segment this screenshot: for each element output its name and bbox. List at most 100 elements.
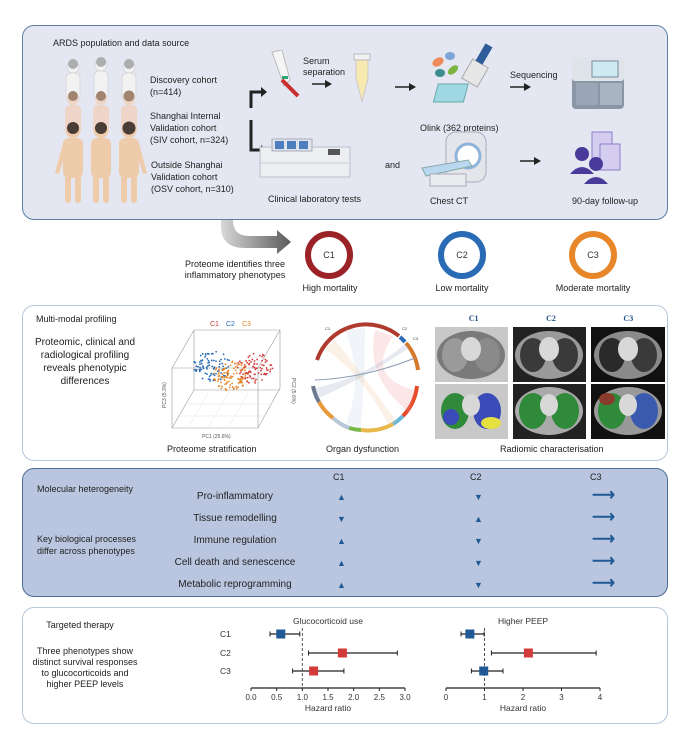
pca-point xyxy=(248,374,251,377)
therapy-title: Targeted therapy xyxy=(46,620,114,630)
pca-point xyxy=(253,366,256,369)
pca-point xyxy=(261,367,263,370)
arrow-right-icon: ⟶ xyxy=(592,575,615,592)
pca-point xyxy=(259,369,262,372)
chord-arcs xyxy=(311,322,420,433)
pca-point xyxy=(218,363,221,366)
proteome-arrow-icon xyxy=(221,220,291,254)
pca-point xyxy=(198,361,201,363)
pca-point xyxy=(247,356,250,359)
pca-point xyxy=(246,361,249,364)
radiomic-caption: Radiomic characterisation xyxy=(500,444,604,454)
pca-caption: Proteome stratification xyxy=(167,444,257,454)
pca-point xyxy=(212,367,215,370)
pca-point xyxy=(247,371,250,373)
pca-point xyxy=(269,370,271,373)
pca-point xyxy=(214,378,217,381)
pca-point xyxy=(238,363,241,366)
phenotype-c2-ring: C2 xyxy=(438,231,486,279)
pca-point xyxy=(227,372,230,375)
desc-line: reveals phenotypic xyxy=(43,363,127,374)
chord-caption: Organ dysfunction xyxy=(326,444,400,454)
pca-point xyxy=(218,368,220,371)
phenotype-label: C2 xyxy=(456,250,468,260)
pca-point xyxy=(244,377,247,380)
pca-point xyxy=(238,372,241,375)
caption-line: Proteome identifies three xyxy=(184,259,286,269)
pca-point xyxy=(222,353,225,356)
pca-point xyxy=(218,366,221,368)
chord-ribbon xyxy=(314,357,416,381)
radiomic-col-c1: C1 xyxy=(468,314,479,323)
pca-point xyxy=(218,377,220,380)
olink-assay-icon xyxy=(432,43,493,103)
arrow-up-icon: ▲ xyxy=(337,492,346,502)
pca-point xyxy=(270,364,273,367)
pca-point xyxy=(206,365,209,368)
arrow-right-icon: ⟶ xyxy=(592,553,615,570)
pca-point xyxy=(213,374,216,377)
pca-point xyxy=(226,374,229,377)
pca-point xyxy=(237,382,240,384)
pca-point xyxy=(241,377,244,380)
pca-point xyxy=(232,373,235,375)
pca-point xyxy=(225,375,228,378)
pca-point xyxy=(223,358,226,360)
forest-title: Higher PEEP xyxy=(498,616,548,626)
pca-point xyxy=(223,378,226,381)
radiomic-col-c2: C2 xyxy=(546,314,556,323)
cohort-name: Shanghai Internal xyxy=(150,111,221,121)
pca-point xyxy=(193,360,196,363)
hazard-ratio-point xyxy=(479,666,489,676)
pca-point xyxy=(206,357,209,360)
pca-point xyxy=(234,362,236,365)
clinical-tests-label: Clinical laboratory tests xyxy=(268,194,362,204)
pca-point xyxy=(220,381,222,384)
pca-point xyxy=(236,364,239,366)
pca-point xyxy=(240,369,243,371)
pca-point xyxy=(204,353,207,355)
pca-point xyxy=(221,376,224,379)
ct-scanner-icon xyxy=(421,131,487,187)
pca-point xyxy=(261,379,263,381)
pca-point xyxy=(211,365,214,368)
pca-point xyxy=(265,372,268,375)
serum-tube-icon xyxy=(353,53,371,103)
cohort-name: Validation cohort xyxy=(151,172,218,182)
x-tick-label: 4 xyxy=(598,693,603,702)
desc-line: radiological profiling xyxy=(40,350,130,361)
pca-point xyxy=(240,361,243,364)
pca-point xyxy=(251,358,254,361)
pca-point xyxy=(260,373,263,376)
pca-point xyxy=(220,358,222,361)
phenotype-c1-ring: C1 xyxy=(305,231,353,279)
x-tick-label: 1.0 xyxy=(297,693,309,702)
chord-label-c2: C2 xyxy=(402,326,408,331)
pca-point xyxy=(207,378,210,381)
pca-point xyxy=(239,380,242,383)
cohort-name: Outside Shanghai xyxy=(151,160,223,170)
pca-point xyxy=(224,387,227,390)
pca-point xyxy=(195,365,198,368)
pca-point xyxy=(254,381,256,384)
pca-point xyxy=(271,367,274,370)
x-tick-label: 3 xyxy=(559,693,564,702)
pca-point xyxy=(266,360,268,362)
pca-point xyxy=(209,374,212,377)
pca-point xyxy=(261,359,263,362)
molecular-title: Molecular heterogeneity xyxy=(37,484,134,494)
pca-point xyxy=(229,364,232,367)
pca-point xyxy=(227,369,230,372)
pca-point xyxy=(257,372,260,374)
hazard-ratio-point xyxy=(523,648,533,658)
serum-label-line: Serum xyxy=(303,56,330,66)
pca-point xyxy=(242,373,245,376)
pca-point xyxy=(240,376,243,378)
desc-line: higher PEEP levels xyxy=(46,679,124,689)
desc-line: distinct survival responses xyxy=(32,657,138,667)
cohort-discovery: Discovery cohort (n=414) xyxy=(150,74,217,98)
pca-point xyxy=(243,363,246,366)
pca-legend-c3: C3 xyxy=(242,321,251,328)
pca-point xyxy=(200,362,203,365)
